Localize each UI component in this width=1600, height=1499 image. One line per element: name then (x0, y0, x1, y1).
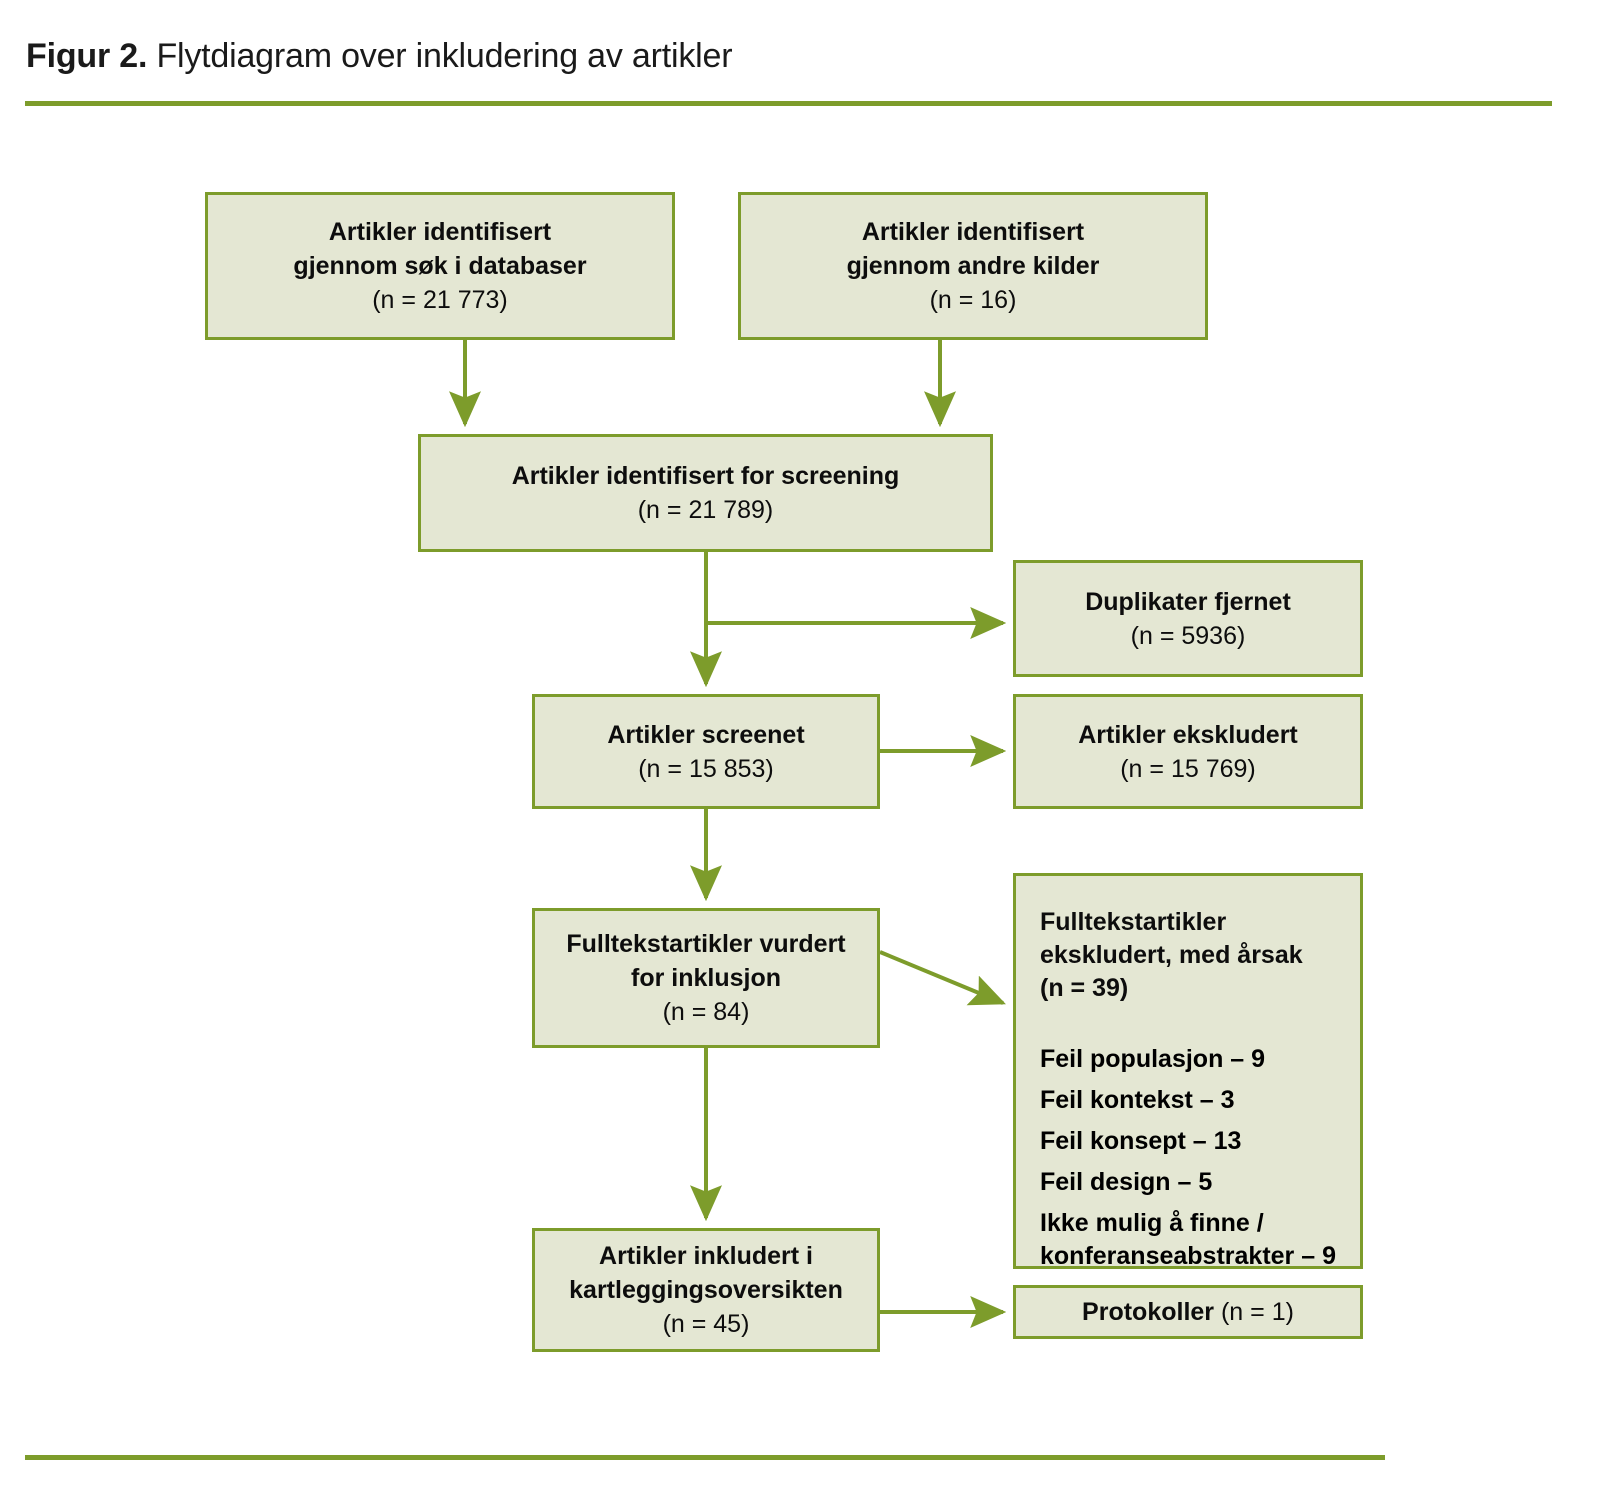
exclusion-reason-item: Feil kontekst – 3 (1040, 1086, 1235, 1114)
node-line-1: Artikler identifisert for screening (511, 462, 900, 490)
node-articles-included: Artikler inkludert i kartleggingsoversik… (532, 1228, 880, 1352)
node-duplicates-removed: Duplikater fjernet (n = 5936) (1013, 560, 1363, 677)
node-count: (n = 45) (662, 1310, 750, 1338)
bottom-divider-rule (25, 1455, 1385, 1460)
node-line-1: Fulltekstartikler vurdert (566, 930, 846, 958)
node-line-2: gjennom andre kilder (846, 252, 1100, 280)
node-line-1: Artikler identifisert (328, 218, 552, 246)
exclusion-reason-item: Feil populasjon – 9 (1040, 1045, 1266, 1073)
node-line-2: ekskludert, med årsak (1040, 941, 1303, 969)
node-count: (n = 16) (929, 286, 1017, 314)
node-line-1: Artikler ekskludert (1078, 720, 1298, 749)
node-line-1: Artikler inkludert i (599, 1242, 813, 1270)
node-protocols: Protokoller (n = 1) (1013, 1285, 1363, 1339)
node-count: (n = 15 853) (638, 754, 774, 783)
node-line-2: kartleggingsoversikten (569, 1276, 843, 1304)
node-count: (n = 21 789) (637, 496, 774, 524)
node-line-1: Protokoller (1082, 1298, 1215, 1326)
node-line-1: Artikler identifisert (861, 218, 1085, 246)
node-line-1: Fulltekstartikler (1040, 908, 1227, 936)
node-count: (n = 5936) (1130, 621, 1246, 650)
node-fulltext-excluded-with-reasons: Fulltekstartikler ekskludert, med årsak … (1013, 873, 1363, 1270)
node-line-1: Artikler screenet (607, 720, 805, 749)
node-articles-identified-for-screening: Artikler identifisert for screening (n =… (418, 434, 993, 552)
node-count: (n = 21 773) (372, 286, 508, 314)
node-count: (n = 15 769) (1120, 754, 1256, 783)
node-count: (n = 1) (1220, 1298, 1294, 1326)
node-line-2: gjennom søk i databaser (293, 252, 587, 280)
connector-fulltext-to-excluded-reasons (879, 950, 1006, 1006)
node-protocols-line: Protokoller (n = 1) (1026, 1295, 1350, 1329)
exclusion-reason-item: Ikke mulig å finne / (1040, 1209, 1264, 1237)
node-articles-identified-other-sources: Artikler identifisert gjennom andre kild… (738, 192, 1208, 340)
node-line-2: for inklusjon (631, 964, 781, 992)
figure-number: Figur 2. (26, 37, 148, 75)
figure-title: Figur 2. Flytdiagram over inkludering av… (26, 34, 733, 78)
exclusion-reason-item: Feil design – 5 (1040, 1168, 1213, 1196)
exclusion-reason-item: Feil konsept – 13 (1040, 1127, 1242, 1155)
top-divider-rule (25, 101, 1552, 106)
figure-caption: Flytdiagram over inkludering av artikler (156, 37, 733, 75)
node-articles-screened: Artikler screenet (n = 15 853) (532, 694, 880, 809)
node-count: (n = 84) (662, 998, 750, 1026)
exclusion-reason-item-cont: konferanseabstrakter – 9 (1040, 1242, 1336, 1270)
node-articles-identified-databases: Artikler identifisert gjennom søk i data… (205, 192, 675, 340)
node-count: (n = 39) (1040, 974, 1129, 1002)
excluded-reasons-header: Fulltekstartikler ekskludert, med årsak … (1040, 906, 1303, 1005)
node-line-1: Duplikater fjernet (1085, 587, 1291, 616)
node-fulltext-assessed: Fulltekstartikler vurdert for inklusjon … (532, 908, 880, 1048)
node-articles-excluded: Artikler ekskludert (n = 15 769) (1013, 694, 1363, 809)
